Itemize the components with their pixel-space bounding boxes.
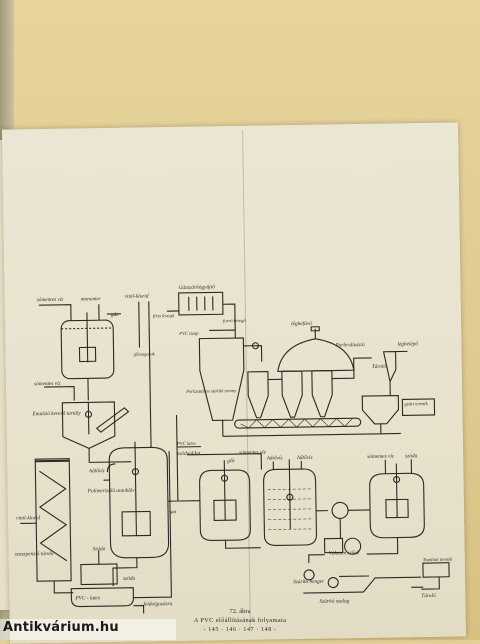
label-emulsion-mixer: Emulzió keverő tartály — [31, 409, 81, 417]
degassing-tank — [199, 460, 250, 541]
monomer-mixing-tank — [61, 312, 114, 379]
label-hot-air: forró levegő — [223, 318, 246, 323]
label-for-processing: feldolgozásra — [143, 600, 172, 607]
gas-dryer-box — [179, 292, 223, 315]
label-pvc-slurry: PVC iszap — [178, 331, 199, 336]
label-storage-2: Tároló — [421, 593, 436, 599]
drying-drum-belt — [303, 554, 370, 593]
label-polymerization-autoclave: Polimerizáló autokláv — [87, 488, 136, 495]
product-conveyor — [235, 418, 361, 428]
label-suspension-storage: szuszpenzió tároló — [15, 551, 54, 558]
label-cooling-water-3: hűtővíz — [297, 454, 312, 461]
label-steam: gőz — [227, 457, 234, 464]
emulsion-mixer-tank — [62, 402, 129, 449]
label-gas-2: gáz — [170, 509, 177, 514]
label-soda-solution: szódaoldat — [177, 451, 201, 457]
bag-filter-dome — [277, 326, 354, 371]
spray-dryer-cone — [199, 330, 245, 437]
label-vinyl-chloride-top: vinil-klorid — [125, 293, 149, 299]
polymerization-autoclave-1 — [103, 441, 169, 558]
cyclone-separators — [248, 371, 333, 418]
label-salt-free-water-2: sómentes víz — [34, 381, 61, 387]
watermark-logo: Antikvárium.hu — [3, 620, 119, 635]
label-drying-drum: Szárító henger — [293, 579, 325, 586]
label-monomer: monomer — [81, 296, 102, 302]
label-salt-free-water-3: sómentes víz — [239, 450, 266, 456]
label-soda: Szóda — [93, 546, 106, 552]
label-soda-2: szóda — [123, 576, 136, 582]
label-fresh-steam: friss levegő — [153, 313, 175, 318]
label-gas-dryer: Gázszárítógyűjtő — [178, 283, 215, 291]
spray-drying-column — [35, 459, 71, 582]
label-pvc-latex-tank: PVC - latex — [74, 595, 100, 601]
label-air-inlet: légbelépő — [397, 340, 418, 347]
label-cooling-water-1: hűtővíz — [89, 467, 104, 474]
label-vacuum-filter: Vákuum szűrő — [329, 549, 360, 556]
label-soda-supplement: szóda — [405, 453, 418, 459]
label-cooling-water-2: hűtővíz — [267, 454, 282, 461]
product-storage-silo — [362, 351, 409, 424]
label-steam-jets: gőzsugarak — [134, 351, 156, 356]
label-air-intake: légbefúvó — [291, 320, 312, 327]
label-salt-free-water-1: sómentes víz — [37, 297, 64, 303]
label-purified-product: Tisztított termék — [423, 557, 454, 562]
figure-number: 72. ábra — [0, 608, 480, 615]
label-factory-product: gyári termék — [404, 401, 428, 406]
suspension-tank-jacketed — [263, 459, 316, 546]
purified-product-box — [423, 563, 449, 577]
neutralizer-tank — [369, 463, 424, 538]
label-vinyl-chloride-left: vinil-klorid — [16, 515, 40, 521]
label-spray-tower: Porlasztásos szárító torony — [185, 388, 237, 394]
label-gas: gáz — [111, 312, 118, 318]
label-dust-separator: Porleválasztó — [334, 342, 365, 348]
label-storage: Tároló — [372, 364, 387, 370]
label-drying-belt: Szárító szalag — [319, 598, 349, 604]
label-salt-free-water-4: sómentes víz — [367, 454, 394, 460]
label-pvc-latex: PVC latex — [176, 441, 196, 446]
